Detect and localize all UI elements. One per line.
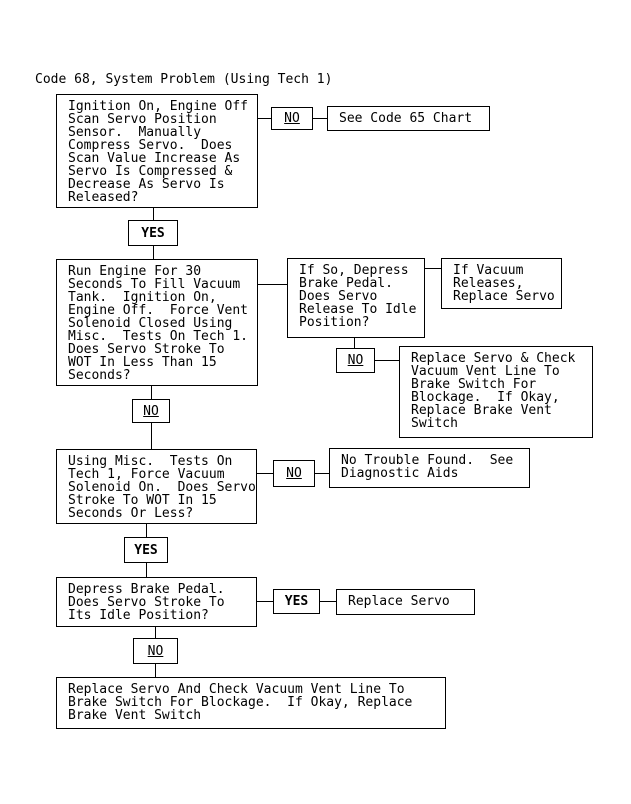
connector-line <box>313 118 327 119</box>
connector-line <box>258 284 287 285</box>
decision-box-run-engine-fill-vacuum: Run Engine For 30 Seconds To Fill Vacuum… <box>56 259 258 386</box>
decision-box-ignition-scan-servo: Ignition On, Engine Off Scan Servo Posit… <box>56 94 258 208</box>
connector-line <box>151 423 152 449</box>
connector-line <box>354 338 355 348</box>
connector-label-yes-1: YES <box>128 220 178 246</box>
connector-line <box>258 118 271 119</box>
connector-line <box>151 386 152 399</box>
decision-box-depress-brake-pedal: Depress Brake Pedal. Does Servo Stroke T… <box>56 577 257 627</box>
decision-box-misc-tests-force-vacuum: Using Misc. Tests On Tech 1, Force Vacuu… <box>56 449 257 524</box>
action-box-see-code-65-chart: See Code 65 Chart <box>327 106 490 131</box>
action-box-no-trouble-found: No Trouble Found. See Diagnostic Aids <box>329 448 530 488</box>
connector-line <box>153 208 154 220</box>
connector-label-no-4: NO <box>273 460 315 487</box>
connector-line <box>320 601 336 602</box>
connector-label-no-1: NO <box>271 107 313 130</box>
connector-line <box>155 664 156 677</box>
decision-box-if-so-depress-brake: If So, Depress Brake Pedal. Does Servo R… <box>287 258 425 338</box>
connector-line <box>146 563 147 577</box>
connector-line <box>257 473 273 474</box>
connector-line <box>425 268 441 269</box>
connector-line <box>155 627 156 638</box>
connector-label-no-3: NO <box>132 399 170 423</box>
connector-line <box>257 601 273 602</box>
connector-line <box>146 524 147 537</box>
action-box-replace-servo: Replace Servo <box>336 589 475 615</box>
connector-line <box>375 360 399 361</box>
connector-label-yes-2: YES <box>124 537 168 563</box>
connector-label-no-5: NO <box>133 638 178 664</box>
chart-title: Code 68, System Problem (Using Tech 1) <box>35 72 333 87</box>
action-box-replace-servo-and-check-vent-line: Replace Servo And Check Vacuum Vent Line… <box>56 677 446 729</box>
connector-label-yes-3: YES <box>273 589 320 614</box>
connector-label-no-2: NO <box>336 348 375 373</box>
connector-line <box>153 246 154 259</box>
action-box-if-vacuum-releases: If Vacuum Releases, Replace Servo <box>441 258 562 309</box>
connector-line <box>315 473 329 474</box>
action-box-replace-servo-check-vent-line: Replace Servo & Check Vacuum Vent Line T… <box>399 346 593 438</box>
